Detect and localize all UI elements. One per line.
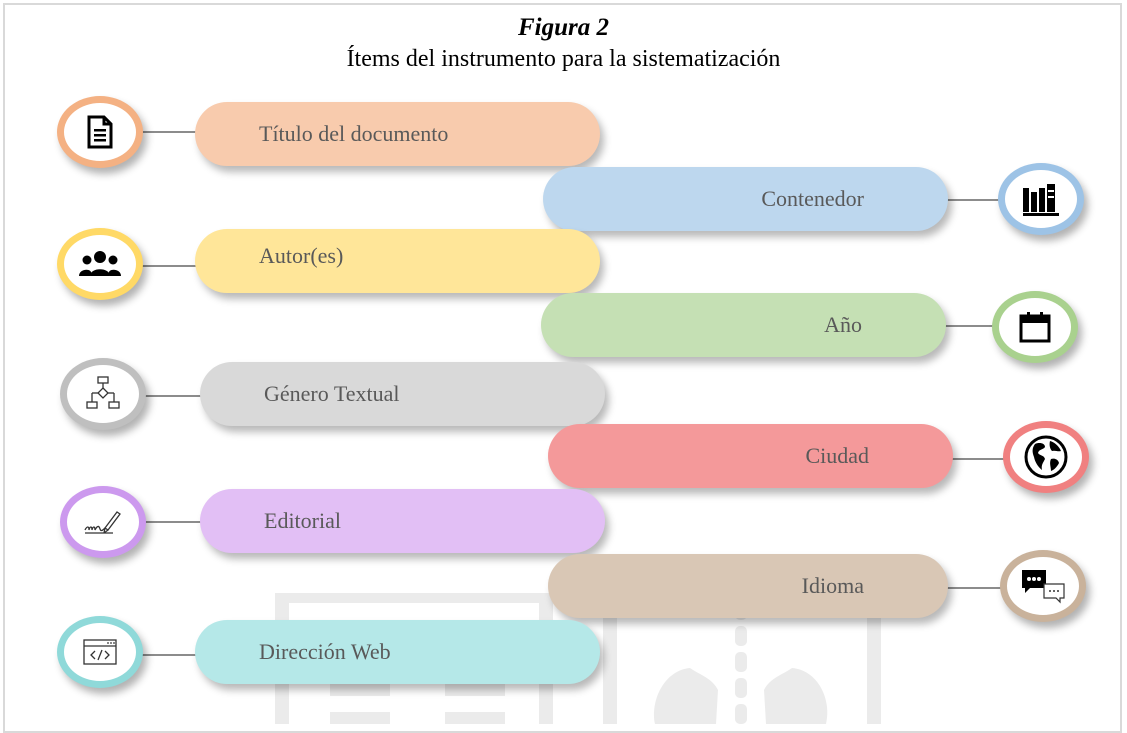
web-code-icon: [83, 639, 117, 665]
connector-line: [140, 395, 205, 397]
flowchart-icon-badge: [60, 358, 146, 430]
library-icon: [1023, 184, 1059, 216]
figure-caption: Ítems del instrumento para la sistematiz…: [346, 46, 781, 72]
connector-line: [140, 654, 200, 656]
web-code-icon-badge: [57, 616, 143, 688]
figure-number: Figura 2: [517, 14, 609, 41]
connector-line: [940, 587, 1005, 589]
connector-line: [140, 521, 205, 523]
item-pill-titulo: Título del documento: [195, 102, 600, 166]
item-label-titulo: Título del documento: [259, 121, 449, 146]
chat-bubbles-icon-badge: [1000, 550, 1086, 622]
connector-line: [140, 265, 200, 267]
item-label-contenedor: Contenedor: [761, 186, 864, 211]
calendar-icon: [1019, 312, 1051, 343]
globe-icon-badge: [1003, 421, 1089, 493]
document-icon: [87, 115, 113, 149]
item-pill-web: Dirección Web: [195, 620, 600, 684]
signature-icon: [84, 511, 121, 534]
item-pill-ciudad: Ciudad: [548, 424, 953, 488]
item-pill-genero: Género Textual: [200, 362, 605, 426]
calendar-icon-badge: [992, 291, 1078, 363]
item-label-genero: Género Textual: [264, 381, 400, 406]
item-pill-contenedor: Contenedor: [543, 167, 948, 231]
users-icon-badge: [57, 228, 143, 300]
item-label-ano: Año: [824, 312, 862, 337]
chat-bubbles-icon: [1022, 570, 1065, 604]
item-label-web: Dirección Web: [259, 639, 391, 664]
item-label-editorial: Editorial: [264, 508, 341, 533]
item-pill-editorial: Editorial: [200, 489, 605, 553]
library-icon-badge: [998, 163, 1084, 235]
signature-icon-badge: [60, 486, 146, 558]
item-pill-idioma: Idioma: [548, 554, 948, 618]
connector-line: [942, 325, 1002, 327]
item-label-idioma: Idioma: [801, 573, 864, 598]
document-icon-badge: [57, 96, 143, 168]
item-label-autores: Autor(es): [259, 243, 344, 268]
flowchart-icon: [86, 376, 120, 409]
item-label-ciudad: Ciudad: [805, 443, 869, 468]
connector-line: [140, 131, 200, 133]
item-pill-autores: Autor(es): [195, 229, 600, 293]
connector-line: [942, 199, 1002, 201]
item-pill-ano: Año: [541, 293, 946, 357]
globe-icon: [1024, 435, 1068, 479]
users-icon: [79, 251, 121, 276]
connector-line: [948, 458, 1008, 460]
